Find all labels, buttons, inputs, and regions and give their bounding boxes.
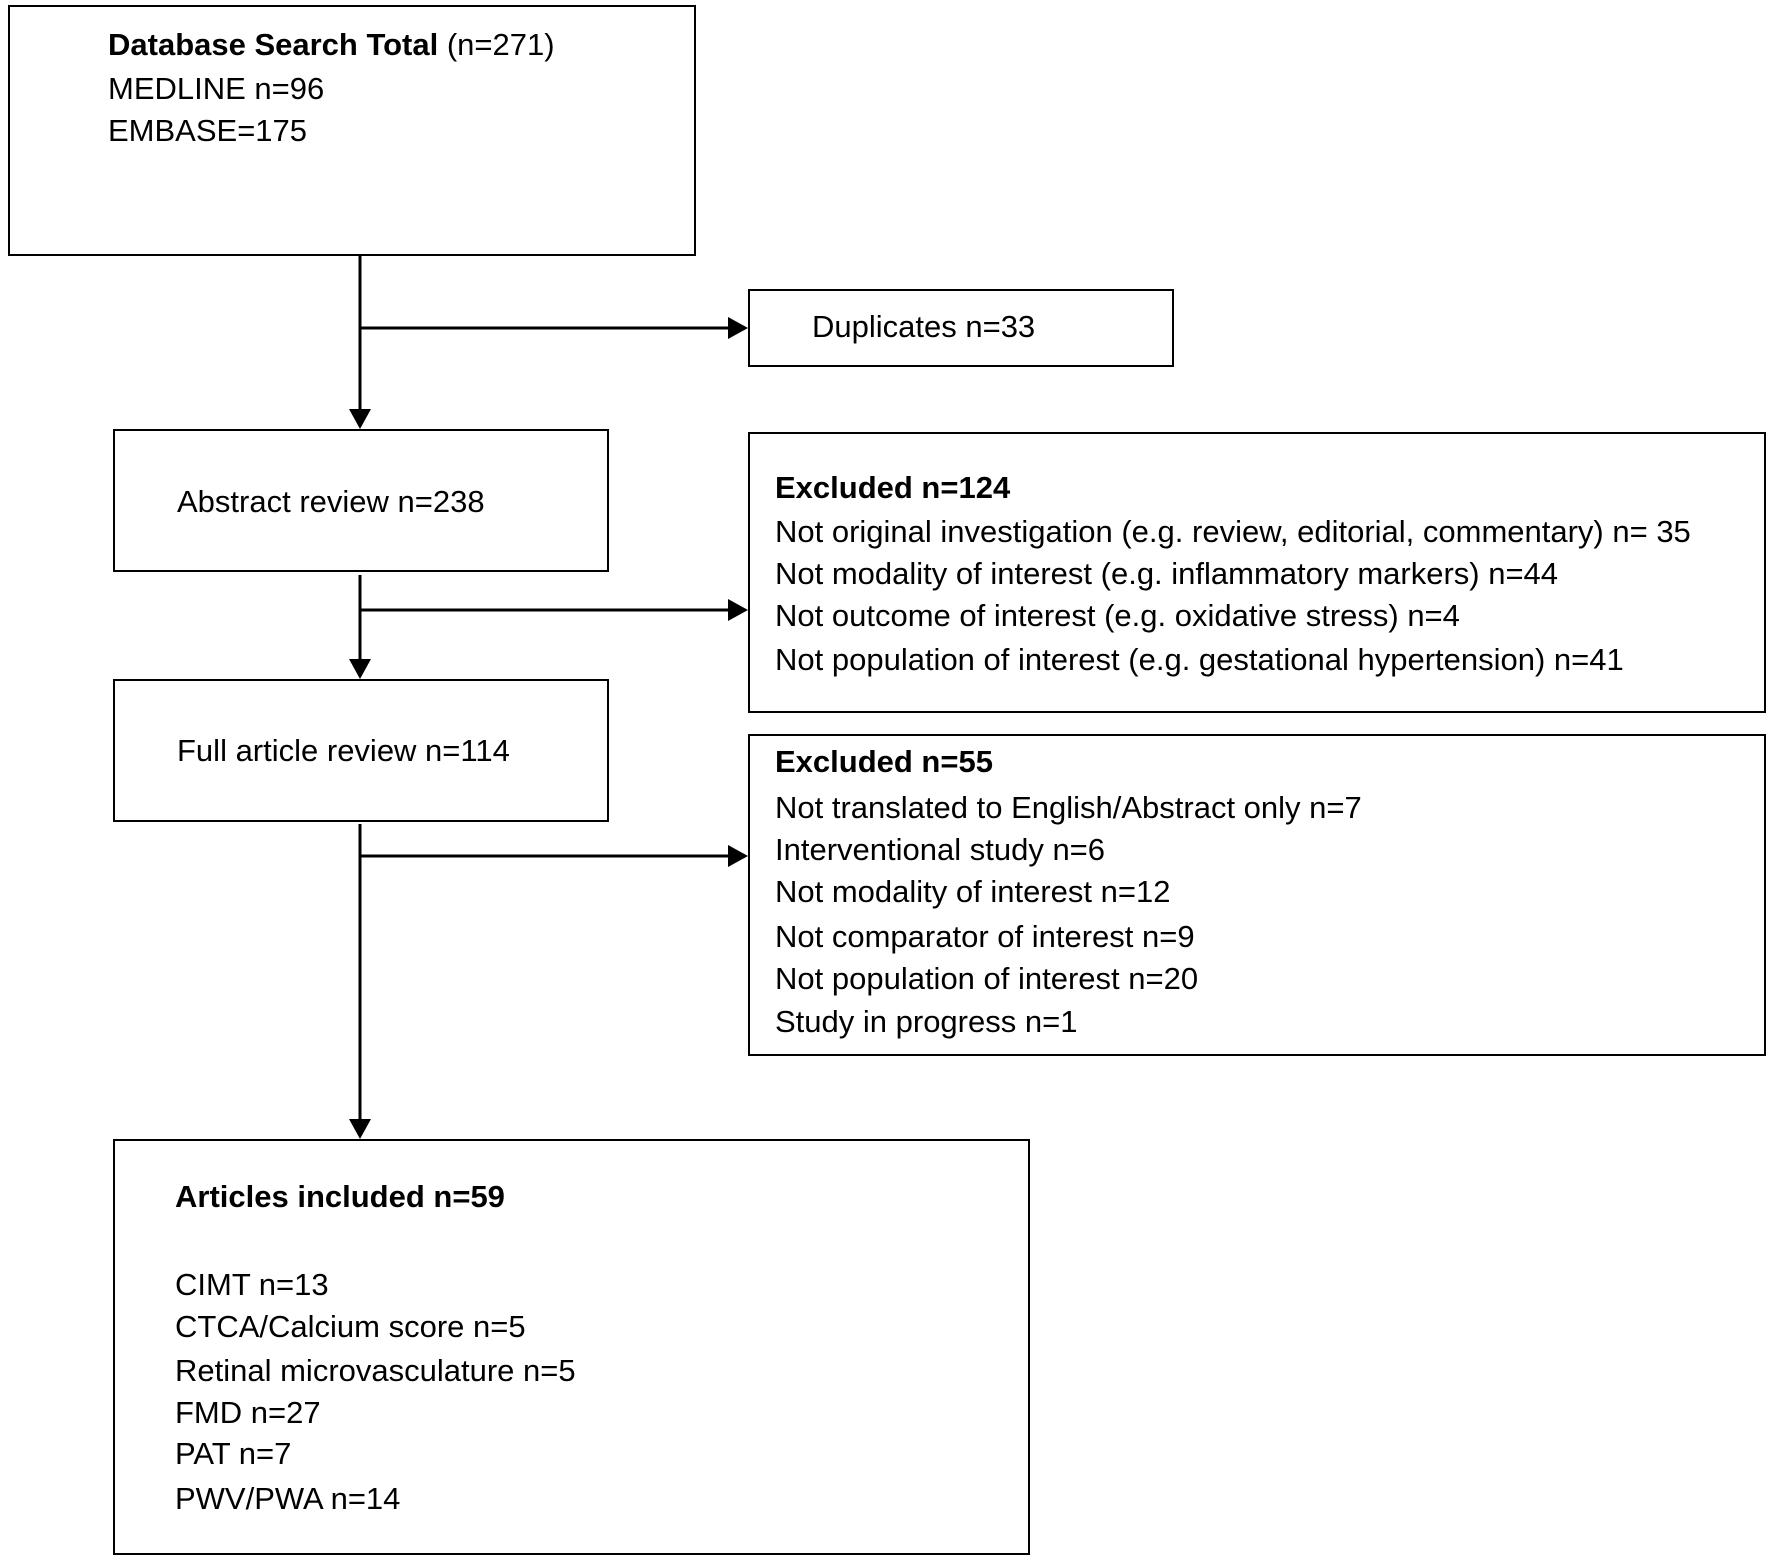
arrow-to-duplicates	[728, 317, 748, 339]
abstract-review-box: Abstract review n=238	[113, 429, 609, 572]
included-item: PWV/PWA n=14	[175, 1481, 401, 1516]
embase-count: EMBASE=175	[108, 113, 308, 148]
included-box: Articles included n=59 CIMT n=13 CTCA/Ca…	[113, 1139, 1030, 1555]
included-item: FMD n=27	[175, 1395, 321, 1430]
excluded-full-item: Not population of interest n=20	[775, 961, 1199, 996]
excluded-full-item: Not modality of interest n=12	[775, 874, 1171, 909]
database-search-box: Database Search Total (n=271) MEDLINE n=…	[8, 5, 696, 256]
medline-count: MEDLINE n=96	[108, 71, 325, 106]
included-item: CIMT n=13	[175, 1267, 329, 1302]
excluded-full-item: Study in progress n=1	[775, 1004, 1078, 1039]
duplicates-label: Duplicates n=33	[812, 309, 1036, 344]
arrow-to-abstract	[349, 409, 371, 429]
search-title-count: (n=271)	[438, 27, 555, 62]
excluded-abstract-item: Not outcome of interest (e.g. oxidative …	[775, 598, 1460, 633]
included-item: PAT n=7	[175, 1436, 292, 1471]
search-title-bold: Database Search Total	[108, 27, 439, 62]
full-review-label: Full article review n=114	[177, 733, 510, 768]
excluded-full-item: Not translated to English/Abstract only …	[775, 790, 1362, 825]
abstract-review-label: Abstract review n=238	[177, 484, 485, 519]
excluded-abstract-title: Excluded n=124	[775, 470, 1011, 505]
arrow-to-excluded-55	[728, 845, 748, 867]
arrow-to-included	[349, 1119, 371, 1139]
arrow-to-full-review	[349, 659, 371, 679]
duplicates-box: Duplicates n=33	[748, 289, 1174, 367]
excluded-abstract-item: Not modality of interest (e.g. inflammat…	[775, 556, 1559, 591]
excluded-full-title: Excluded n=55	[775, 744, 993, 779]
excluded-full-item: Interventional study n=6	[775, 832, 1106, 867]
included-title: Articles included n=59	[175, 1179, 505, 1214]
excluded-abstract-item: Not original investigation (e.g. review,…	[775, 514, 1691, 549]
included-item: CTCA/Calcium score n=5	[175, 1309, 526, 1344]
arrow-to-excluded-124	[728, 599, 748, 621]
excluded-abstract-item: Not population of interest (e.g. gestati…	[775, 642, 1624, 677]
excluded-abstract-box: Excluded n=124 Not original investigatio…	[748, 432, 1766, 713]
included-item: Retinal microvasculature n=5	[175, 1353, 576, 1388]
excluded-full-item: Not comparator of interest n=9	[775, 919, 1195, 954]
excluded-full-box: Excluded n=55 Not translated to English/…	[748, 734, 1766, 1056]
full-review-box: Full article review n=114	[113, 679, 609, 822]
search-title: Database Search Total (n=271)	[108, 29, 555, 60]
